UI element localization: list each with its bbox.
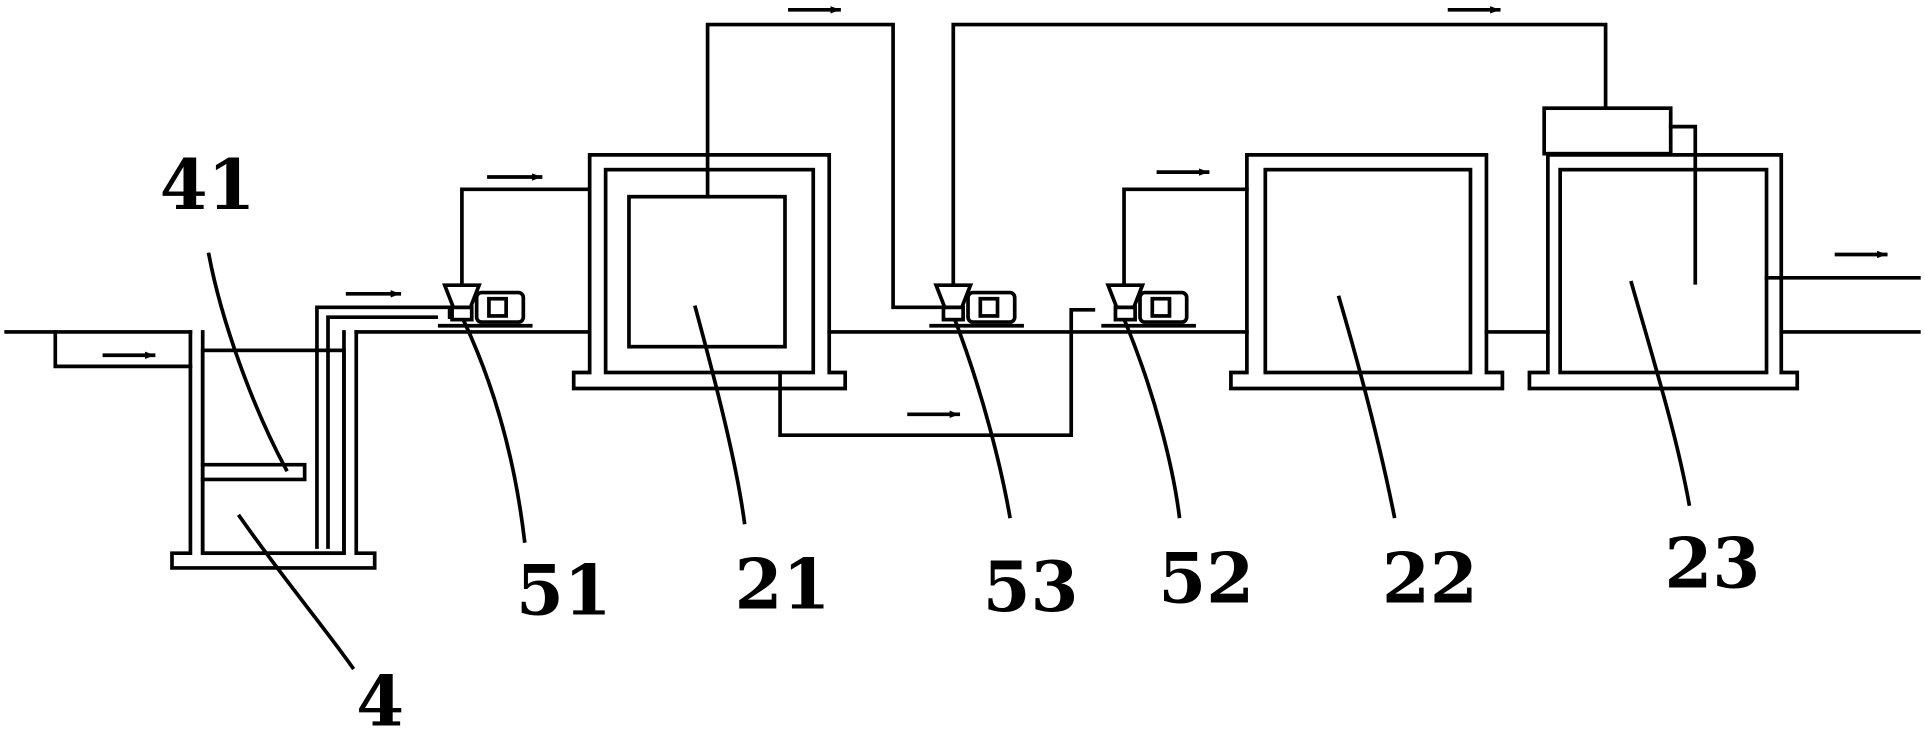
underflow-pipe-21: [778, 307, 1096, 438]
pump-53: [929, 283, 1024, 328]
leader-line-23: [1629, 280, 1692, 507]
label-23: 23: [1665, 524, 1761, 605]
dosing-box: [1542, 106, 1698, 285]
label-41: 41: [160, 145, 256, 226]
discharge-pipe-53: [951, 22, 1608, 288]
label-4: 4: [356, 661, 404, 729]
sump-tank: [170, 330, 377, 570]
suction-pipe: [315, 305, 452, 549]
leader-line-21: [693, 305, 747, 525]
leader-line-51: [461, 319, 527, 543]
tank-23: [1527, 153, 1800, 391]
label-21: 21: [735, 545, 831, 626]
leader-line-53: [953, 319, 1012, 519]
overflow-pipe-21: [705, 22, 942, 310]
label-52: 52: [1158, 538, 1254, 619]
label-53: 53: [983, 547, 1079, 628]
flow-arrows: [102, 6, 1888, 418]
pump-52: [1101, 283, 1196, 328]
leader-line-52: [1122, 319, 1182, 519]
sump-baffle: [200, 462, 307, 482]
inlet-channel: [53, 330, 193, 369]
tank-22: [1229, 153, 1505, 391]
leader-line-41: [206, 252, 289, 473]
leader-line-22: [1336, 295, 1397, 519]
pump-51: [437, 283, 533, 328]
leader-lines: [206, 252, 1692, 671]
label-51: 51: [516, 551, 612, 632]
discharge-pipe-52: [1122, 187, 1249, 288]
discharge-pipe-51: [460, 187, 592, 288]
label-22: 22: [1382, 538, 1478, 619]
leader-line-4: [236, 513, 356, 671]
